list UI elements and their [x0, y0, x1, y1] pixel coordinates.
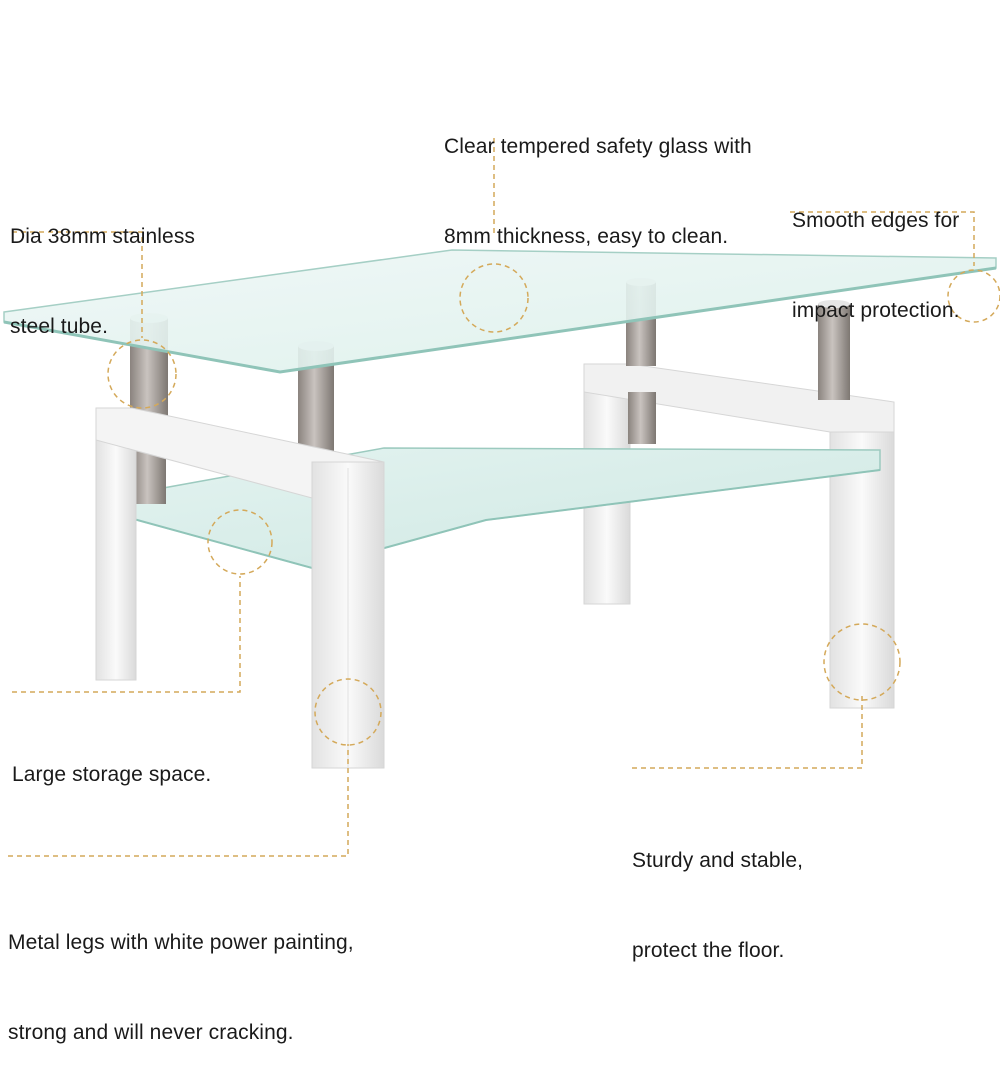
highlight-circle-legs	[314, 678, 382, 746]
callout-smooth-edges-line2: impact protection.	[792, 299, 960, 322]
highlight-circle-glass	[459, 263, 529, 333]
callout-sturdy: Sturdy and stable, protect the floor.	[632, 786, 803, 996]
callout-glass: Clear tempered safety glass with 8mm thi…	[444, 72, 752, 282]
callout-leaders	[8, 138, 1000, 857]
steel-tubes	[130, 278, 850, 504]
leader-line-floor	[632, 692, 863, 769]
callout-smooth-edges-line1: Smooth edges for	[792, 209, 960, 232]
steel-tube	[818, 304, 850, 400]
callout-steel-tube-line1: Dia 38mm stainless	[10, 225, 196, 248]
product-illustration	[3, 138, 1000, 857]
callout-smooth-edges: Smooth edges for impact protection.	[792, 146, 960, 356]
highlight-circle-storage	[207, 509, 273, 575]
highlight-circle-floor	[823, 623, 901, 701]
callout-steel-tube-line2: steel tube.	[10, 315, 108, 338]
highlight-circle-tube	[107, 339, 177, 409]
front-frame	[95, 407, 385, 769]
leader-line-legs	[8, 744, 349, 857]
callout-glass-line1: Clear tempered safety glass with	[444, 135, 752, 158]
leader-line-tube	[12, 231, 143, 338]
steel-tube	[628, 392, 656, 444]
top-glass	[3, 249, 997, 374]
callout-metal-legs: Metal legs with white power painting, st…	[8, 868, 354, 1078]
callout-storage: Large storage space.	[12, 700, 211, 820]
callout-sturdy-line2: protect the floor.	[632, 939, 785, 962]
leader-line-storage	[12, 576, 241, 693]
callout-metal-legs-line2: strong and will never cracking.	[8, 1021, 294, 1044]
callout-sturdy-line1: Sturdy and stable,	[632, 849, 804, 872]
front-left-leg	[95, 409, 137, 681]
callout-metal-legs-line1: Metal legs with white power painting,	[8, 931, 354, 954]
callout-steel-tube: Dia 38mm stainless steel tube.	[10, 162, 195, 372]
callout-glass-line2: 8mm thickness, easy to clean.	[444, 225, 729, 248]
highlight-circle-edges	[947, 269, 1000, 323]
leader-line-edges	[790, 211, 975, 266]
callout-storage-line1: Large storage space.	[12, 763, 212, 786]
